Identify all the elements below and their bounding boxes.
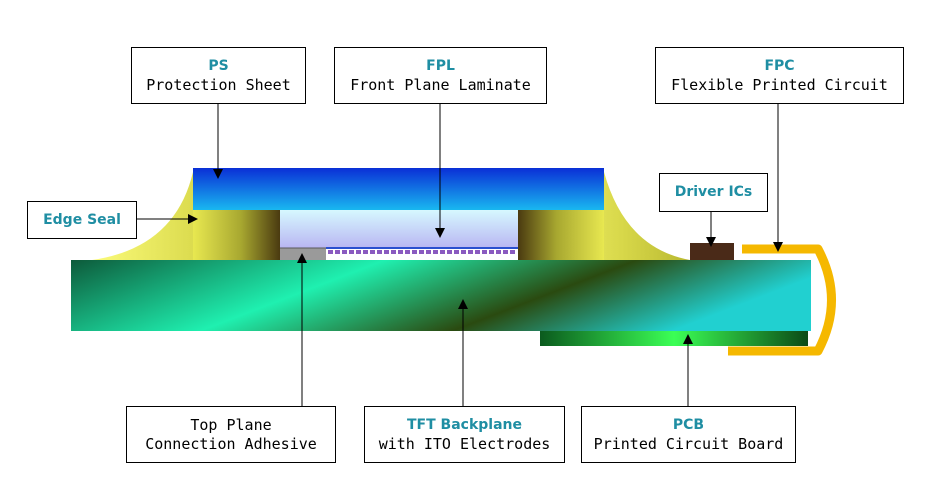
label-fpc-abbr: FPC	[764, 57, 795, 74]
label-ps-abbr: PS	[208, 57, 229, 74]
pixel-electrode	[391, 250, 396, 254]
adhesive-layer	[280, 248, 326, 260]
pixel-electrode	[363, 250, 368, 254]
pixel-electrode	[503, 250, 508, 254]
pixel-electrode	[475, 250, 480, 254]
pixel-electrode	[454, 250, 459, 254]
driver-ic-chip	[690, 243, 734, 260]
label-fpc-desc: Flexible Printed Circuit	[671, 75, 888, 94]
pixel-electrode	[335, 250, 340, 254]
pixel-electrode	[419, 250, 424, 254]
pixel-electrodes	[328, 250, 515, 254]
pixel-electrode	[349, 250, 354, 254]
label-ps-desc: Protection Sheet	[146, 75, 291, 94]
label-adhesive-line2: Connection Adhesive	[145, 434, 317, 453]
pixel-electrode	[510, 250, 515, 254]
label-edge-seal-abbr: Edge Seal	[43, 211, 121, 228]
pixel-electrode	[370, 250, 375, 254]
pixel-electrode	[405, 250, 410, 254]
label-pcb: PCB Printed Circuit Board	[581, 406, 796, 463]
seal-block-left	[193, 210, 280, 260]
label-fpc: FPC Flexible Printed Circuit	[655, 47, 904, 104]
label-fpl: FPL Front Plane Laminate	[334, 47, 547, 104]
fpl-layer	[280, 210, 518, 248]
seal-block-right	[518, 210, 604, 260]
tft-backplane-layer	[71, 260, 811, 331]
protection-sheet-layer	[193, 168, 604, 210]
label-driver-ics: Driver ICs	[659, 173, 768, 212]
pixel-electrode	[412, 250, 417, 254]
fpc-layer	[728, 244, 836, 356]
label-tft: TFT Backplane with ITO Electrodes	[364, 406, 565, 463]
label-fpl-abbr: FPL	[426, 57, 455, 74]
pixel-electrode	[461, 250, 466, 254]
pixel-electrode	[447, 250, 452, 254]
pixel-electrode	[377, 250, 382, 254]
pixel-electrode	[398, 250, 403, 254]
label-driver-ics-abbr: Driver ICs	[674, 184, 753, 200]
pixel-electrode	[426, 250, 431, 254]
label-ps: PS Protection Sheet	[131, 47, 306, 104]
pixel-electrode	[433, 250, 438, 254]
label-tft-abbr: TFT Backplane	[407, 416, 522, 433]
label-adhesive-line1: Top Plane	[190, 415, 272, 434]
pixel-electrode	[356, 250, 361, 254]
pixel-electrode	[440, 250, 445, 254]
label-pcb-desc: Printed Circuit Board	[593, 434, 784, 453]
pixel-electrode	[496, 250, 501, 254]
label-fpl-desc: Front Plane Laminate	[350, 75, 531, 94]
pixel-electrode	[328, 250, 333, 254]
pixel-electrode	[482, 250, 487, 254]
pixel-electrode	[468, 250, 473, 254]
label-adhesive: Top Plane Connection Adhesive	[126, 406, 336, 463]
label-tft-desc: with ITO Electrodes	[378, 434, 551, 453]
pixel-electrode	[342, 250, 347, 254]
pixel-electrode	[489, 250, 494, 254]
label-edge-seal: Edge Seal	[27, 201, 137, 239]
label-pcb-abbr: PCB	[672, 416, 705, 433]
pcb-layer	[540, 330, 808, 346]
pixel-electrode	[384, 250, 389, 254]
